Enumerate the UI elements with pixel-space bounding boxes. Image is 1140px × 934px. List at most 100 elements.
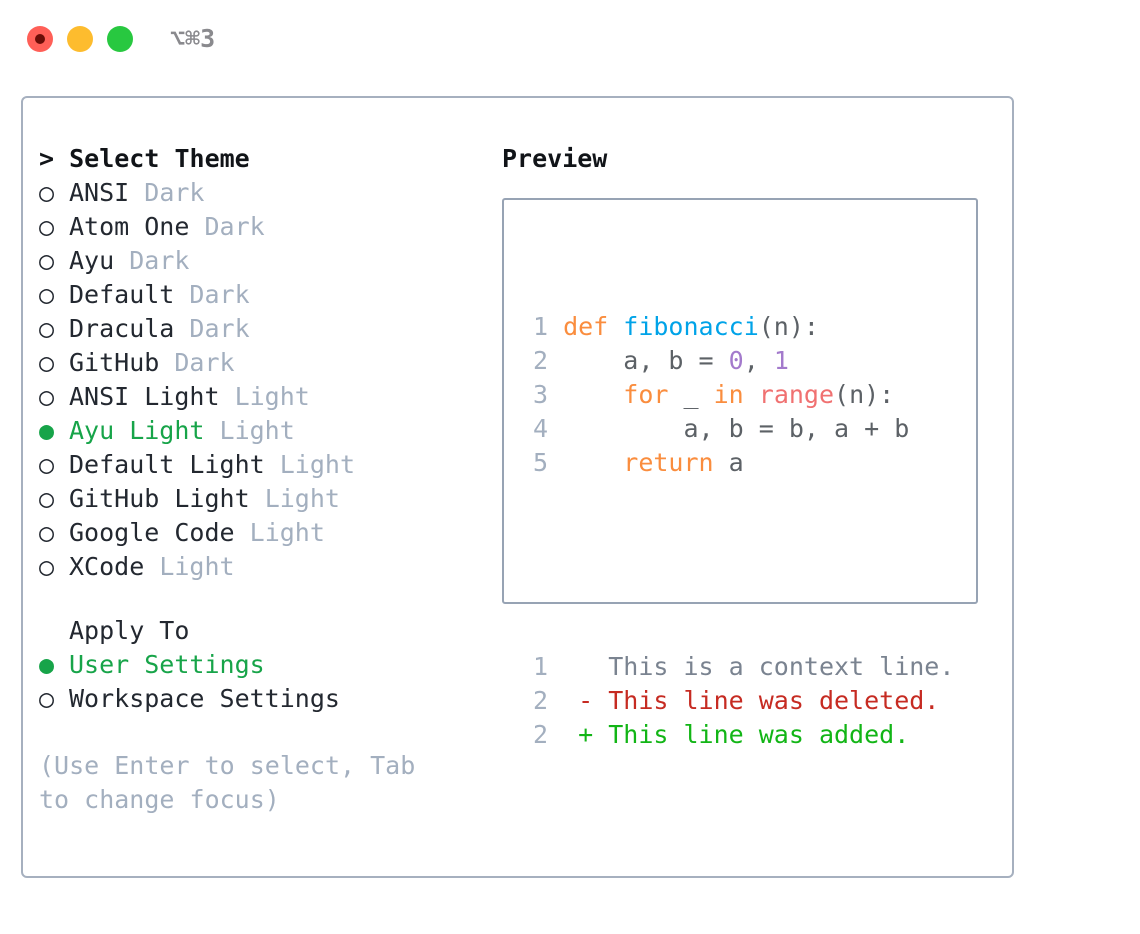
diff-line-add: 2 + This line was added. <box>518 718 954 752</box>
gutter-spacer <box>548 686 578 715</box>
radio-unselected-icon: ○ <box>39 212 55 241</box>
code-token-plain: _ <box>668 380 714 409</box>
radio-unselected-icon: ○ <box>39 280 55 309</box>
gutter-spacer <box>548 380 563 409</box>
radio-unselected-icon: ○ <box>39 484 55 513</box>
theme-variant-label: Light <box>264 484 340 513</box>
theme-variant-label: Dark <box>189 314 250 343</box>
radio-unselected-icon: ○ <box>39 246 55 275</box>
theme-option-label: Default <box>69 280 175 309</box>
diff-sample: 1 This is a context line.2 - This line w… <box>518 650 954 752</box>
theme-option-ayu[interactable]: ○ Ayu Dark <box>39 244 479 278</box>
radio-selected-icon: ● <box>39 650 55 679</box>
gutter-spacer <box>548 346 563 375</box>
theme-variant-label: Light <box>279 450 355 479</box>
apply-to-section: Apply To ● User Settings ○Workspace Settin… <box>39 614 479 716</box>
radio-selected-icon: ● <box>39 416 55 445</box>
code-token-kw: in <box>713 380 744 409</box>
line-number: 2 <box>532 720 548 749</box>
main-panel: > Select Theme ○ANSI Dark○Atom One Dark○… <box>21 96 1014 878</box>
diff-text: This is a context line. <box>593 652 955 681</box>
preview-heading: Preview <box>502 144 608 173</box>
line-number: 1 <box>532 312 548 341</box>
theme-variant-label: Light <box>234 382 310 411</box>
theme-option-ansi[interactable]: ○ ANSI Dark <box>39 176 479 210</box>
code-token-plain <box>563 380 623 409</box>
maximize-button[interactable] <box>107 26 133 52</box>
theme-option-github-light[interactable]: ○ GitHub Light Light <box>39 482 479 516</box>
label-spacer <box>159 348 174 377</box>
label-spacer <box>129 178 144 207</box>
theme-variant-label: Dark <box>204 212 265 241</box>
select-theme-heading: > Select Theme <box>39 144 250 173</box>
gutter-spacer <box>548 448 563 477</box>
theme-option-default[interactable]: ○ Default Dark <box>39 278 479 312</box>
code-token-bi: range <box>758 380 835 409</box>
gutter-spacer <box>548 312 563 341</box>
radio-unselected-icon: ○ <box>39 518 55 547</box>
diff-line-ctx: 1 This is a context line. <box>518 650 954 684</box>
radio-unselected-icon: ○ <box>39 178 55 207</box>
code-token-kw: return <box>623 448 714 477</box>
theme-option-ayu-light[interactable]: ●Ayu Light Light <box>39 414 479 448</box>
apply-to-heading: Apply To <box>69 616 190 645</box>
theme-option-dracula[interactable]: ○Dracula Dark <box>39 312 479 346</box>
code-token-num: 0 <box>728 346 744 375</box>
gutter-spacer <box>548 652 578 681</box>
title-bar: ⌥⌘3 <box>0 0 1140 78</box>
apply-to-list: ● User Settings ○Workspace Settings <box>39 648 479 716</box>
theme-option-label: Default Light <box>69 450 265 479</box>
keyboard-hint-text: (Use Enter to select, Tab to change focu… <box>39 751 416 814</box>
code-line: 4 a, b = b, a + b <box>518 412 954 446</box>
theme-option-xcode[interactable]: ○XCode Light <box>39 550 479 584</box>
label-spacer <box>174 280 189 309</box>
theme-option-default-light[interactable]: ○Default Light Light <box>39 448 479 482</box>
theme-variant-label: Dark <box>144 178 205 207</box>
apply-to-option-workspace-settings[interactable]: ○Workspace Settings <box>39 682 479 716</box>
label-spacer <box>250 484 265 513</box>
preview-column: Preview 1 def fibonacci(n):2 a, b = 0, 1… <box>502 142 1002 749</box>
code-line: 2 a, b = 0, 1 <box>518 344 954 378</box>
label-spacer <box>265 450 280 479</box>
theme-variant-label: Light <box>249 518 325 547</box>
diff-text: This line was added. <box>593 720 910 749</box>
radio-unselected-icon: ○ <box>39 348 55 377</box>
theme-option-label: GitHub Light <box>69 484 250 513</box>
code-token-plain: a, b = <box>563 346 729 375</box>
radio-unselected-icon: ○ <box>39 552 55 581</box>
apply-to-option-label: User Settings <box>69 650 265 679</box>
line-number: 5 <box>532 448 548 477</box>
theme-option-label: Ayu <box>69 246 115 275</box>
radio-unselected-icon: ○ <box>39 684 55 713</box>
label-spacer <box>235 518 250 547</box>
line-number: 1 <box>532 652 548 681</box>
theme-variant-label: Light <box>159 552 235 581</box>
theme-variant-label: Dark <box>174 348 235 377</box>
line-number: 3 <box>532 380 548 409</box>
theme-option-atom-one[interactable]: ○ Atom One Dark <box>39 210 479 244</box>
code-token-plain: a, b = b, a + b <box>563 414 910 443</box>
theme-option-github[interactable]: ○ GitHub Dark <box>39 346 479 380</box>
radio-unselected-icon: ○ <box>39 382 55 411</box>
code-token-plain: (n): <box>834 380 895 409</box>
code-token-plain: (n): <box>758 312 819 341</box>
code-line: 1 def fibonacci(n): <box>518 310 954 344</box>
label-spacer <box>189 212 204 241</box>
minimize-button[interactable] <box>67 26 93 52</box>
code-token-plain <box>744 380 759 409</box>
code-token-plain: a <box>713 448 744 477</box>
theme-option-label: ANSI <box>69 178 130 207</box>
line-number: 4 <box>532 414 548 443</box>
theme-option-google-code[interactable]: ○Google Code Light <box>39 516 479 550</box>
theme-option-ansi-light[interactable]: ○ANSI Light Light <box>39 380 479 414</box>
theme-option-label: GitHub <box>69 348 160 377</box>
theme-variant-label: Dark <box>189 280 250 309</box>
theme-option-label: Ayu Light <box>69 416 205 445</box>
theme-variant-label: Dark <box>129 246 190 275</box>
apply-to-option-user-settings[interactable]: ● User Settings <box>39 648 479 682</box>
line-number: 2 <box>532 346 548 375</box>
theme-option-label: Atom One <box>69 212 190 241</box>
